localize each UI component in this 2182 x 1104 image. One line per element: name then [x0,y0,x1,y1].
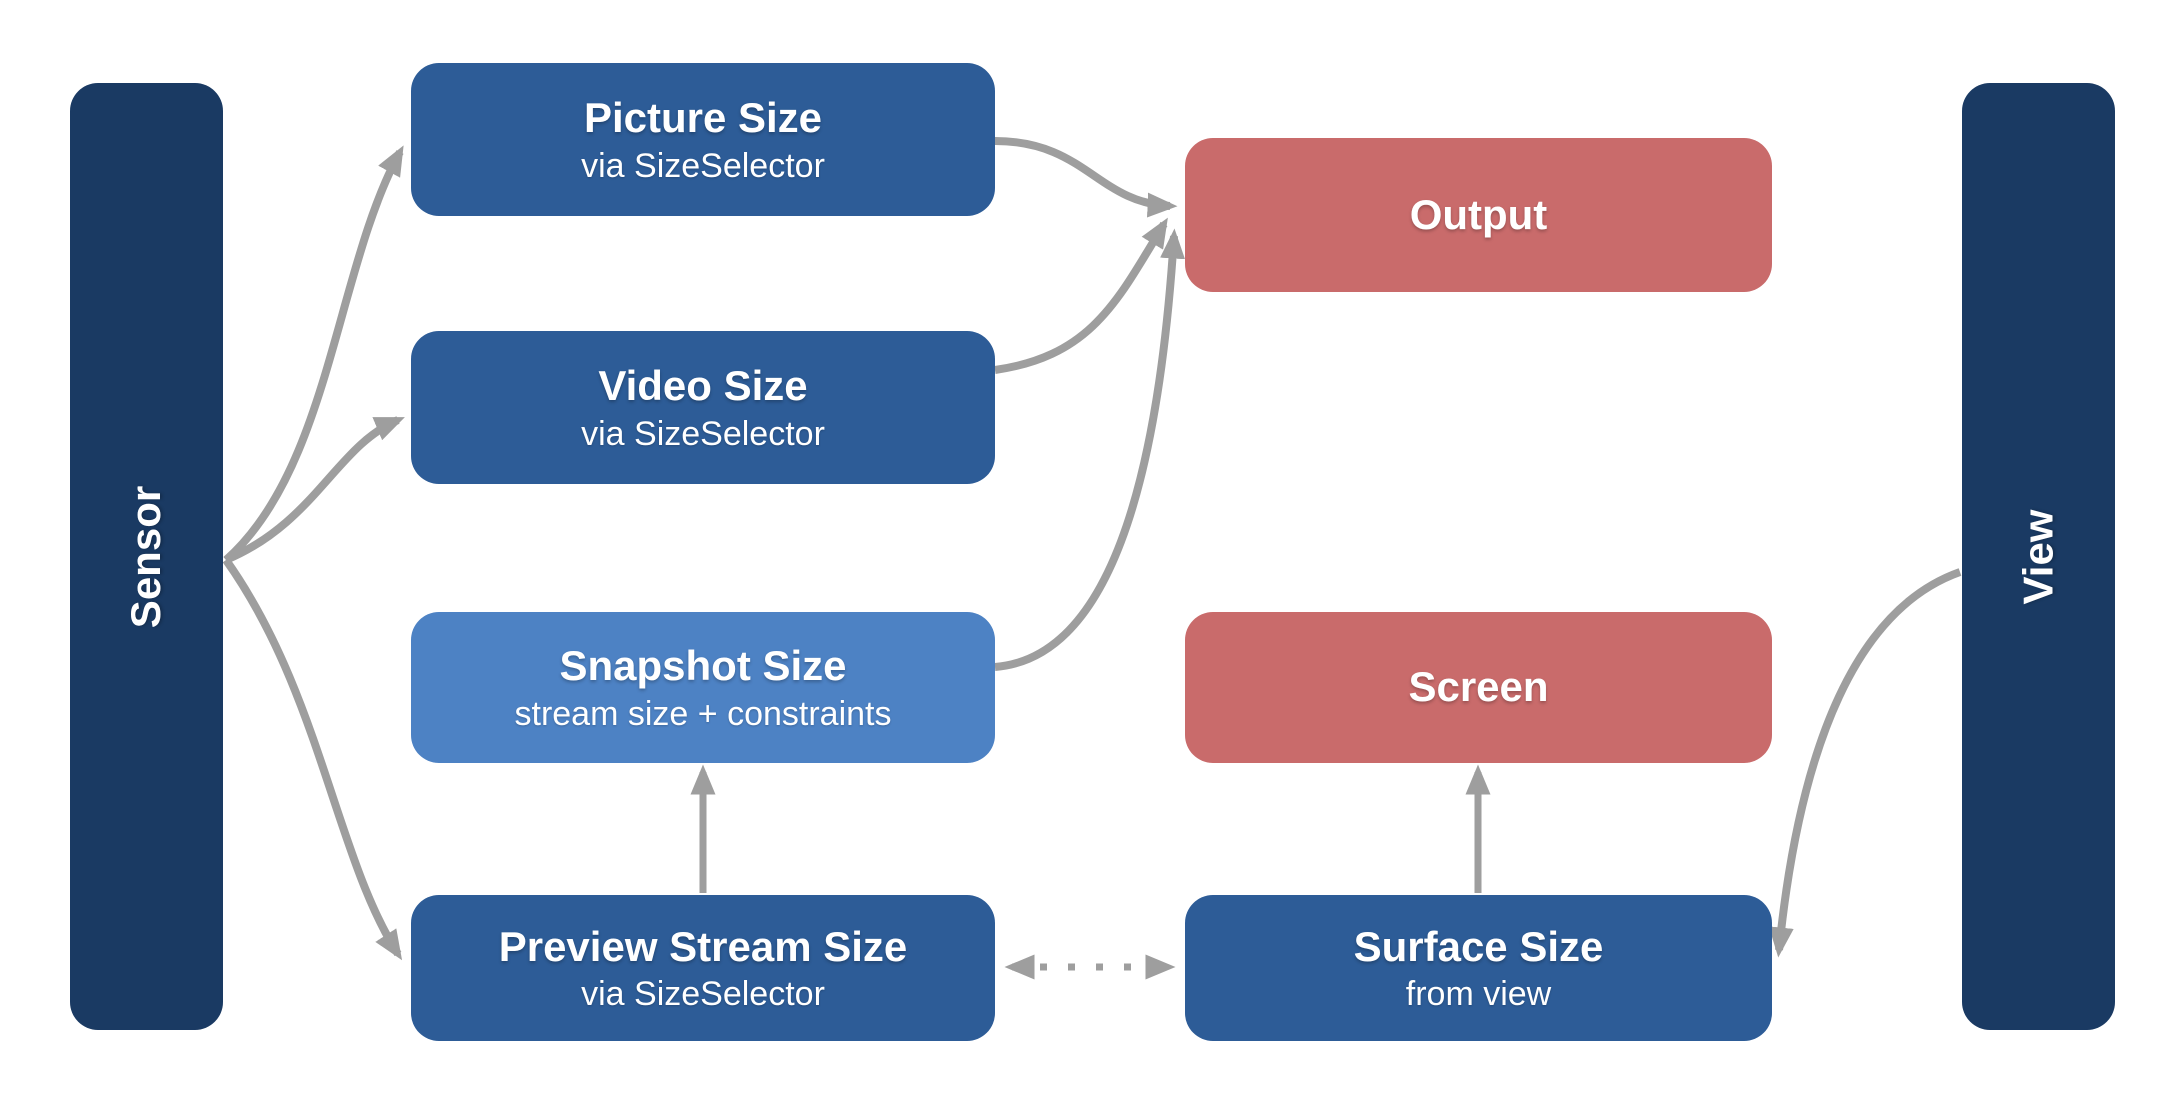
view-bar: View [1962,83,2115,1030]
node-video-size-title: Video Size [598,362,808,409]
node-output: Output [1185,138,1772,292]
edge-snapshot-to-output [994,228,1186,671]
edge-picture-to-output [994,137,1178,218]
node-surface-size: Surface Size from view [1185,895,1772,1041]
node-picture-size-subtitle: via SizeSelector [581,146,825,185]
node-screen: Screen [1185,612,1772,763]
node-snapshot-size-subtitle: stream size + constraints [514,694,892,733]
edge-sensor-to-preview [222,557,403,961]
node-snapshot-size: Snapshot Size stream size + constraints [411,612,995,763]
node-picture-size-title: Picture Size [583,94,823,141]
node-video-size-subtitle: via SizeSelector [581,414,825,453]
node-picture-size: Picture Size via SizeSelector [411,63,995,216]
node-screen-title: Screen [1408,663,1549,711]
node-preview-stream-size: Preview Stream Size via SizeSelector [411,895,995,1041]
node-preview-stream-size-subtitle: via SizeSelector [581,975,825,1013]
view-bar-label: View [2014,509,2062,604]
node-output-title: Output [1409,190,1548,238]
sensor-bar-label: Sensor [122,485,170,628]
edge-view-to-surface [1768,568,1962,958]
sensor-bar: Sensor [70,83,223,1030]
node-preview-stream-size-title: Preview Stream Size [498,922,908,970]
edge-sensor-to-video [224,416,405,564]
node-snapshot-size-title: Snapshot Size [559,642,847,689]
node-surface-size-subtitle: from view [1405,975,1552,1013]
node-video-size: Video Size via SizeSelector [411,331,995,484]
node-surface-size-title: Surface Size [1353,922,1604,970]
edge-video-to-output [994,217,1168,374]
edge-sensor-to-picture [223,145,404,563]
